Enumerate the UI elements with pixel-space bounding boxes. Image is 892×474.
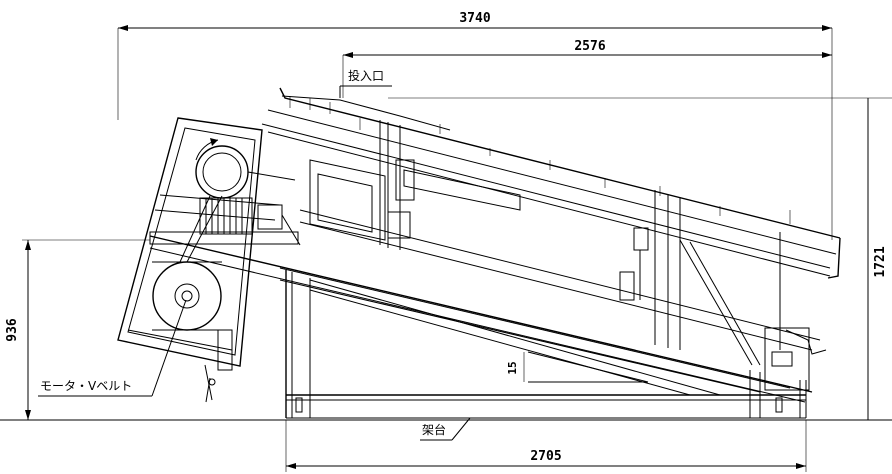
dimension-1721: 1721 — [388, 97, 892, 420]
motor-base — [204, 329, 233, 403]
inclined-trough — [149, 87, 841, 403]
dim-1721-text: 1721 — [873, 246, 888, 277]
dimension-3740: 3740 — [117, 11, 833, 240]
dimension-2705: 2705 — [285, 420, 807, 472]
angle-text: 15 — [506, 361, 519, 374]
dimension-2576: 2576 — [342, 39, 832, 98]
label-stand: 架台 — [420, 417, 471, 441]
dim-936-text: 936 — [5, 318, 20, 342]
angle-indicator: 15 — [506, 351, 649, 383]
motor-label-text: モータ・Vベルト — [40, 379, 132, 393]
label-motor: モータ・Vベルト — [38, 299, 187, 397]
upper-pulley — [195, 138, 296, 199]
stand-frame — [285, 270, 807, 419]
inlet-label-text: 投入口 — [348, 68, 384, 83]
motor — [152, 195, 223, 331]
stand-label-text: 架台 — [422, 422, 446, 437]
spring-assembly — [199, 197, 301, 246]
drive-frame — [117, 117, 299, 367]
dimension-936: 936 — [5, 239, 150, 420]
label-inlet: 投入口 — [339, 68, 392, 98]
dim-2576-text: 2576 — [574, 39, 605, 54]
inlet-hopper — [281, 95, 451, 131]
dim-2705-text: 2705 — [530, 449, 561, 464]
dim-3740-text: 3740 — [459, 11, 490, 26]
